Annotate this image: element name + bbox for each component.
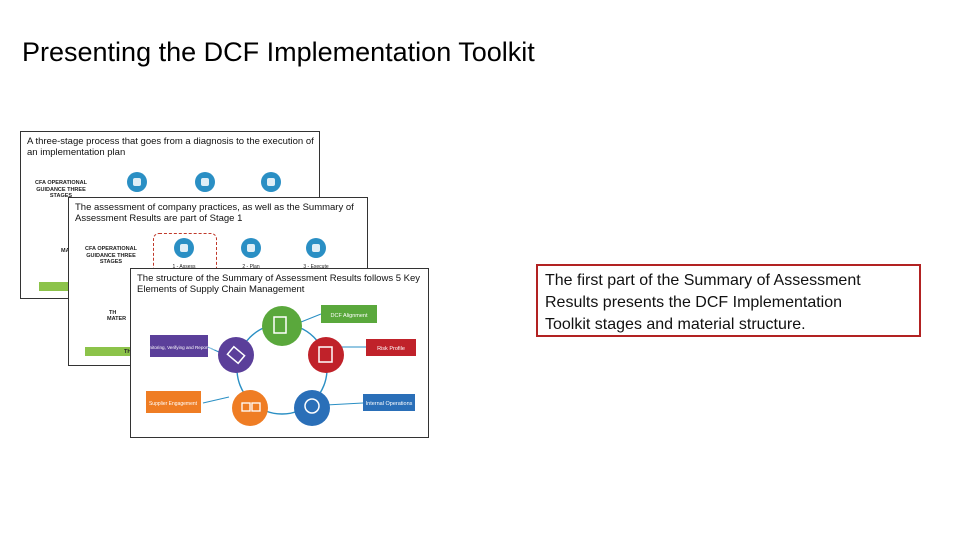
dcf-alignment-box — [321, 305, 377, 323]
slide-2-green-bar — [85, 347, 130, 356]
page-title: Presenting the DCF Implementation Toolki… — [22, 37, 535, 67]
monitoring-satellite-icon — [218, 337, 254, 373]
dcf-alignment-label: DCF Alignment — [331, 313, 368, 319]
slide-2-heading: The assessment of company practices, as … — [75, 202, 354, 224]
rocket-icon — [306, 238, 326, 258]
checklist-icon — [241, 238, 261, 258]
slide-2-stages-label: CFA OPERATIONAL GUIDANCE THREE STAGES — [85, 246, 137, 265]
risk-profile-box — [366, 339, 416, 356]
callout-line-3: Toolkit stages and material structure. — [545, 316, 806, 333]
magnifier-icon — [174, 238, 194, 258]
supplier-engagement-box — [146, 391, 201, 413]
key-elements-diagram: DCF Alignment Risk Profile Internal Oper… — [143, 305, 416, 426]
supplier-engagement-label: Supplier Engagement — [149, 401, 198, 407]
slide-2-partial-text-1: TH — [109, 310, 117, 316]
rocket-icon — [261, 172, 281, 192]
risk-profile-icon — [308, 337, 344, 373]
internal-operations-label: Internal Operations — [366, 401, 413, 407]
slide-1-heading: A three-stage process that goes from a d… — [27, 136, 314, 158]
slide-1-stages-label: CFA OPERATIONAL GUIDANCE THREE STAGES — [35, 180, 87, 199]
callout-line-2: Results presents the DCF Implementation — [545, 294, 843, 311]
dcf-alignment-icon — [262, 306, 302, 346]
stage-plan-label: 2 - Plan — [242, 264, 260, 270]
monitoring-label: Monitoring, Verifying and Reporting — [143, 345, 215, 350]
slide-2-partial-text-2: MATER — [107, 316, 127, 322]
slide-thumbnail-3: The structure of the Summary of Assessme… — [130, 268, 429, 438]
slide-3-heading: The structure of the Summary of Assessme… — [137, 273, 421, 295]
internal-operations-icon — [294, 390, 330, 426]
monitoring-box — [150, 335, 208, 357]
risk-profile-label: Risk Profile — [377, 346, 405, 352]
internal-operations-box — [363, 394, 415, 411]
slide-2-partial-text-3: TH — [124, 349, 132, 355]
checklist-icon — [195, 172, 215, 192]
summary-callout: The first part of the Summary of Assessm… — [536, 264, 921, 337]
stage-execute-label: 3 - Execute — [303, 264, 329, 270]
magnifier-icon — [127, 172, 147, 192]
callout-line-1: The first part of the Summary of Assessm… — [545, 272, 861, 289]
slide-1-partial-text: MA — [61, 248, 70, 254]
stage-assess-label: 1 - Assess — [172, 264, 196, 270]
